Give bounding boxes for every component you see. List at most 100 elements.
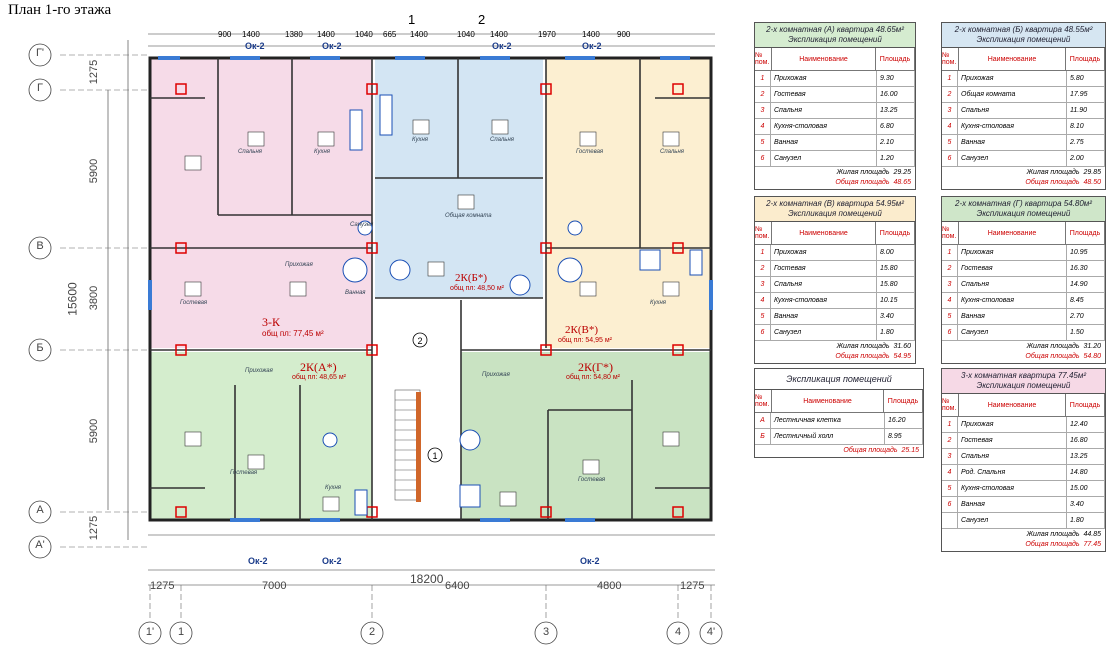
table-stairs: Экспликация помещений № пом. Наименовани… <box>754 368 924 458</box>
apt-b-area: общ пл: 48,50 м² <box>450 285 504 292</box>
axis-label-a: А <box>36 504 44 516</box>
room-label-2: Кухня <box>314 149 330 155</box>
col-name: Наименование <box>772 48 876 70</box>
table-totals: Жилая площадь 29.25 Общая площадь 48.65 <box>835 169 911 186</box>
dim-top-11: 1400 <box>582 30 600 39</box>
table-apt-a: 2-х комнатная (А) квартира 48.65м² Экспл… <box>754 22 916 190</box>
room-label-15: Кухня <box>325 485 341 491</box>
dim-top-9: 1400 <box>490 30 508 39</box>
table-header: 3-х комнатная квартира 77.45м² Экспликац… <box>942 369 1105 394</box>
table-title: 2-х комнатная (Б) квартира 48.55м² <box>954 25 1093 34</box>
room-label-14: Прихожая <box>245 368 273 374</box>
room-label-6: Санузел <box>350 222 374 228</box>
section-mark-1: 1 <box>408 12 416 27</box>
room-label-5: Ванная <box>345 290 366 296</box>
dim-left-2: 5900 <box>88 158 101 184</box>
room-label-16: Прихожая <box>482 372 510 378</box>
room-label-9: Спальня <box>490 137 514 143</box>
dim-top-10: 1970 <box>538 30 556 39</box>
section-mark-2: 2 <box>478 12 486 27</box>
dim-left-1: 1275 <box>88 59 101 85</box>
dim-bottom-4: 4800 <box>597 580 622 592</box>
axis-label-a-prime: А' <box>35 539 45 551</box>
table-columns: № пом. Наименование Площадь <box>755 222 915 245</box>
overall-width-dim: 18200 <box>410 572 444 586</box>
table-apt-b: 2-х комнатная (Б) квартира 48.55м² Экспл… <box>941 22 1106 190</box>
svg-text:1: 1 <box>432 451 437 461</box>
plan-labels: Г' Г В Б А А' 1' 1 2 3 4 4' 18200 1275 7… <box>35 12 716 638</box>
window-label-7: Ок-2 <box>580 556 600 566</box>
axis-num-1p: 1' <box>145 626 155 638</box>
room-label-3: Гостевая <box>180 300 208 306</box>
table-apt-v: 2-х комнатная (В) квартира 54.95м² Экспл… <box>754 196 916 364</box>
table-subtitle: Экспликация помещений <box>788 35 882 44</box>
dim-top-6: 665 <box>383 30 397 39</box>
dim-left-total: 15600 <box>65 282 80 316</box>
apt-a-name: 2К(А*) <box>300 360 337 374</box>
dim-bottom-3: 6400 <box>445 580 470 592</box>
table-columns: № пом. Наименование Площадь <box>942 48 1105 71</box>
table-totals: Жилая площадь 31.20 Общая площадь 54.80 <box>1025 343 1101 360</box>
apt-3k-name: 3-К <box>262 315 280 329</box>
table-columns: № пом. Наименование Площадь <box>755 48 915 71</box>
table-title: 2-х комнатная (А) квартира 48.65м² <box>766 25 904 34</box>
apt-v-name: 2К(В*) <box>565 324 598 336</box>
room-label-8: Кухня <box>412 137 428 143</box>
dim-bottom-5: 1275 <box>680 580 705 592</box>
apt-3k-fill <box>150 58 372 348</box>
axis-num-4: 4 <box>674 626 682 638</box>
axis-num-4p: 4' <box>706 626 716 638</box>
table-header: 2-х комнатная (Г) квартира 54.80м² Экспл… <box>942 197 1105 222</box>
window-label-6: Ок-2 <box>322 556 342 566</box>
apt-a-area: общ пл: 48,65 м² <box>292 374 346 381</box>
apt-g-name: 2К(Г*) <box>578 360 613 374</box>
axis-label-g: Г <box>37 82 43 94</box>
axis-num-1: 1 <box>177 626 185 638</box>
room-label-1: Спальня <box>238 149 262 155</box>
room-label-17: Гостевая <box>578 477 606 483</box>
room-label-11: Спальня <box>660 149 684 155</box>
dim-left-5: 1275 <box>88 515 101 541</box>
table-totals: Жилая площадь 31.60 Общая площадь 54.95 <box>835 343 911 360</box>
dim-bottom-1: 1275 <box>150 580 175 592</box>
dim-left-3: 3800 <box>88 285 101 311</box>
axis-label-b: Б <box>36 342 44 354</box>
axis-num-2: 2 <box>368 626 376 638</box>
dim-top-2: 1400 <box>242 30 260 39</box>
room-label-12: Кухня <box>650 300 666 306</box>
apt-v-fill <box>546 58 711 348</box>
table-totals: Общая площадь 25.15 <box>843 447 919 454</box>
dim-top-4: 1400 <box>317 30 335 39</box>
apt-g-area: общ пл: 54,80 м² <box>566 374 620 381</box>
table-columns: № пом. Наименование Площадь <box>942 222 1105 245</box>
table-totals: Жилая площадь 44.85 Общая площадь 77.45 <box>1025 531 1101 548</box>
axis-label-g-prime: Г' <box>35 47 45 59</box>
window-label-2: Ок-2 <box>322 41 342 51</box>
